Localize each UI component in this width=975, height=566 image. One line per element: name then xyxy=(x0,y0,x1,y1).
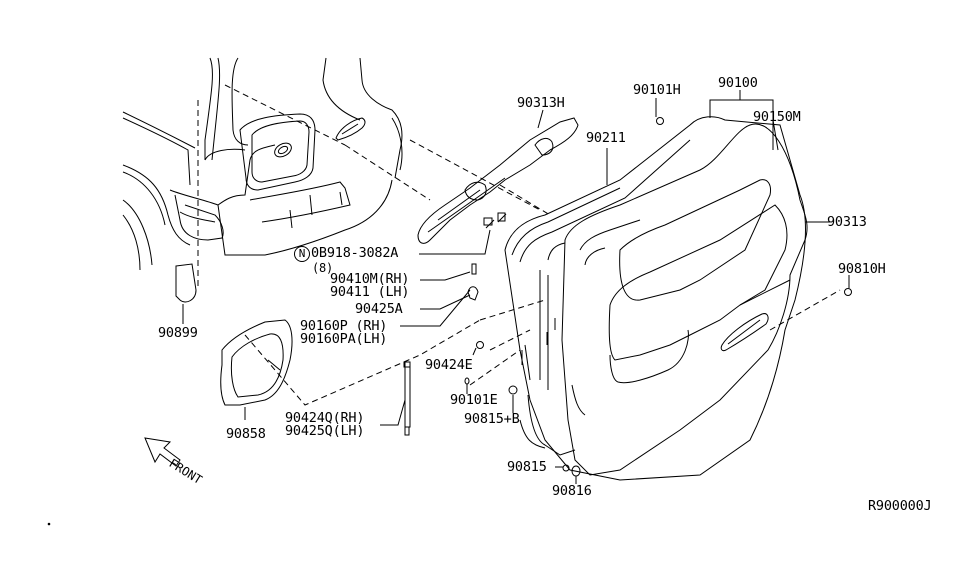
label-08918-3082A-text: 0B918-3082A xyxy=(311,245,399,261)
label-quantity: (8) xyxy=(312,261,334,275)
label-90815: 90815 xyxy=(507,459,547,475)
vehicle-rear-body xyxy=(122,57,403,271)
small-fasteners xyxy=(403,117,852,477)
part-90313H-finisher xyxy=(417,117,579,244)
label-90899: 90899 xyxy=(158,325,198,341)
label-90101H: 90101H xyxy=(633,82,681,98)
n-symbol-icon: N xyxy=(294,246,310,262)
label-leader-lines xyxy=(182,90,850,484)
label-90858: 90858 xyxy=(226,426,266,442)
label-90816: 90816 xyxy=(552,483,592,499)
label-90815B: 90815+B xyxy=(464,411,520,427)
label-90211: 90211 xyxy=(586,130,626,146)
label-90425A: 90425A xyxy=(355,301,403,317)
reference-code: R900000J xyxy=(868,498,932,514)
front-arrow-icon xyxy=(144,437,181,467)
label-90410M: 90410M(RH) xyxy=(330,271,410,287)
label-90313: 90313 xyxy=(827,214,867,230)
part-90899 xyxy=(175,263,197,303)
label-90150M: 90150M xyxy=(753,109,801,125)
label-90313H: 90313H xyxy=(517,95,565,111)
label-90810H: 90810H xyxy=(838,261,886,277)
label-90160PA: 90160PA(LH) xyxy=(300,331,388,347)
label-90424E: 90424E xyxy=(425,357,473,373)
label-90425Q: 90425Q(LH) xyxy=(285,423,365,439)
label-90100: 90100 xyxy=(718,75,758,91)
label-90101E: 90101E xyxy=(450,392,498,408)
label-90160P: 90160P (RH) xyxy=(300,318,388,334)
stray-dot xyxy=(47,522,51,526)
leader-dashed-lines xyxy=(197,84,841,406)
back-door-trim xyxy=(561,123,808,476)
part-90858 xyxy=(220,319,293,406)
label-90411: 90411 (LH) xyxy=(330,284,410,300)
back-door-panel xyxy=(504,116,806,481)
label-90424Q: 90424Q(RH) xyxy=(285,410,365,426)
